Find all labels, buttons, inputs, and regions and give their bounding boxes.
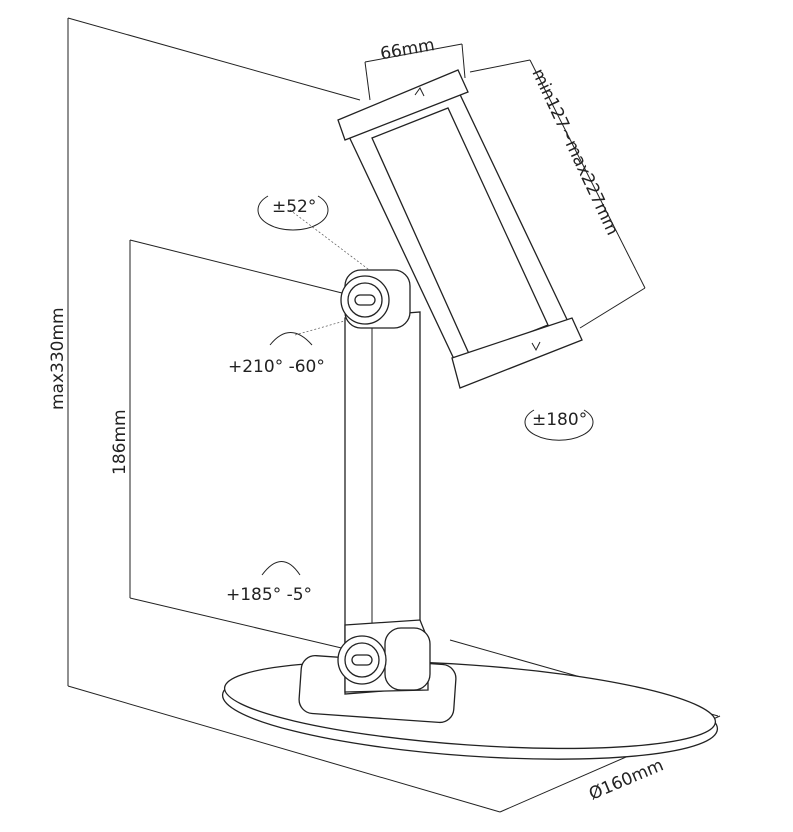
stand-pole xyxy=(337,269,431,695)
label-upper-joint: +210° -60° xyxy=(228,357,325,377)
stand-base xyxy=(221,654,719,760)
label-clamp-range: min127~max227mm xyxy=(527,66,622,239)
label-tablet-rotation: ±180° xyxy=(532,410,587,430)
label-base-diameter: Ø160mm xyxy=(586,755,666,804)
label-head-tilt: ±52° xyxy=(272,197,316,217)
label-arm-height: 186mm xyxy=(110,409,130,475)
top-clamp xyxy=(337,69,469,141)
label-clamp-width: 66mm xyxy=(379,35,436,64)
bottom-clamp xyxy=(451,317,583,389)
tablet-holder xyxy=(337,69,583,389)
label-max-height: max330mm xyxy=(48,307,68,410)
rotation-indicators xyxy=(257,195,594,576)
label-lower-joint: +185° -5° xyxy=(226,585,312,605)
